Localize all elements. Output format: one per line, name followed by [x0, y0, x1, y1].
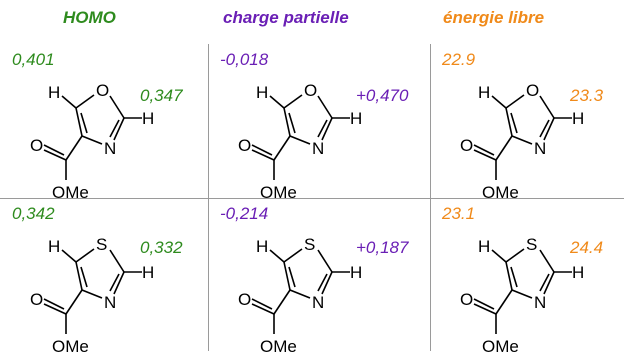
value-c5: -0,018 — [220, 50, 269, 69]
atom-O-carbonyl: O — [30, 290, 43, 309]
value-c2: +0,187 — [356, 238, 409, 257]
molecule-structure: H O H N O OMe — [238, 81, 362, 202]
value-c5: 0,401 — [12, 50, 55, 69]
atom-N: N — [534, 293, 546, 312]
atom-heteroatom: O — [526, 81, 539, 100]
column-divider-1 — [208, 44, 209, 351]
atom-H-c2: H — [350, 263, 362, 282]
atom-heteroatom: S — [526, 235, 537, 254]
atom-N: N — [104, 139, 116, 158]
molecule-structure: H S H N O OMe — [30, 235, 154, 356]
value-c2: +0,470 — [356, 86, 409, 105]
atom-heteroatom: S — [96, 235, 107, 254]
cell-homo-row2: H S H N O OMe 0,342 0,332 — [0, 198, 208, 358]
value-c2: 23.3 — [570, 86, 604, 105]
atom-H-c2: H — [572, 109, 584, 128]
cell-energy-row1: H O H N O OMe 22.9 23.3 — [430, 44, 624, 204]
atom-O-carbonyl: O — [460, 290, 473, 309]
header-homo: HOMO — [63, 8, 116, 27]
molecule-structure: H O H N O OMe — [30, 81, 154, 202]
atom-OMe: OMe — [482, 337, 519, 356]
atom-OMe: OMe — [482, 183, 519, 202]
atom-N: N — [534, 139, 546, 158]
column-divider-2 — [430, 44, 431, 351]
molecule-structure: H O H N O OMe — [460, 81, 584, 202]
atom-heteroatom: O — [304, 81, 317, 100]
cell-homo-row1: H O H N O OMe 0,401 0,347 — [0, 44, 208, 204]
atom-OMe: OMe — [260, 183, 297, 202]
header-energie-libre: énergie libre — [443, 8, 545, 27]
value-c2: 0,347 — [140, 86, 183, 105]
atom-N: N — [312, 139, 324, 158]
value-c5: -0,214 — [220, 204, 269, 223]
value-c5: 23.1 — [442, 204, 476, 223]
header-charge-partielle: charge partielle — [223, 8, 349, 27]
atom-H-c5: H — [478, 83, 490, 102]
atom-H-c5: H — [48, 83, 60, 102]
atom-H-c2: H — [142, 109, 154, 128]
atom-H-c5: H — [478, 237, 490, 256]
value-c2: 24.4 — [570, 238, 604, 257]
value-c2: 0,332 — [140, 238, 183, 257]
row-divider — [0, 198, 624, 199]
cell-energy-row2: H S H N O OMe 23.1 24.4 — [430, 198, 624, 358]
atom-O-carbonyl: O — [460, 136, 473, 155]
atom-OMe: OMe — [260, 337, 297, 356]
atom-O-carbonyl: O — [238, 290, 251, 309]
atom-H-c2: H — [572, 263, 584, 282]
atom-heteroatom: S — [304, 235, 315, 254]
atom-OMe: OMe — [52, 337, 89, 356]
value-c5: 0,342 — [12, 204, 55, 223]
atom-H-c2: H — [350, 109, 362, 128]
atom-H-c5: H — [256, 237, 268, 256]
atom-O-carbonyl: O — [30, 136, 43, 155]
atom-H-c2: H — [142, 263, 154, 282]
atom-H-c5: H — [48, 237, 60, 256]
value-c5: 22.9 — [442, 50, 476, 69]
cell-charge-row2: H S H N O OMe -0,214 +0,187 — [208, 198, 416, 358]
atom-O-carbonyl: O — [238, 136, 251, 155]
atom-H-c5: H — [256, 83, 268, 102]
atom-N: N — [312, 293, 324, 312]
atom-OMe: OMe — [52, 183, 89, 202]
atom-N: N — [104, 293, 116, 312]
atom-heteroatom: O — [96, 81, 109, 100]
cell-charge-row1: H O H N O OMe -0,018 +0,470 — [208, 44, 416, 204]
